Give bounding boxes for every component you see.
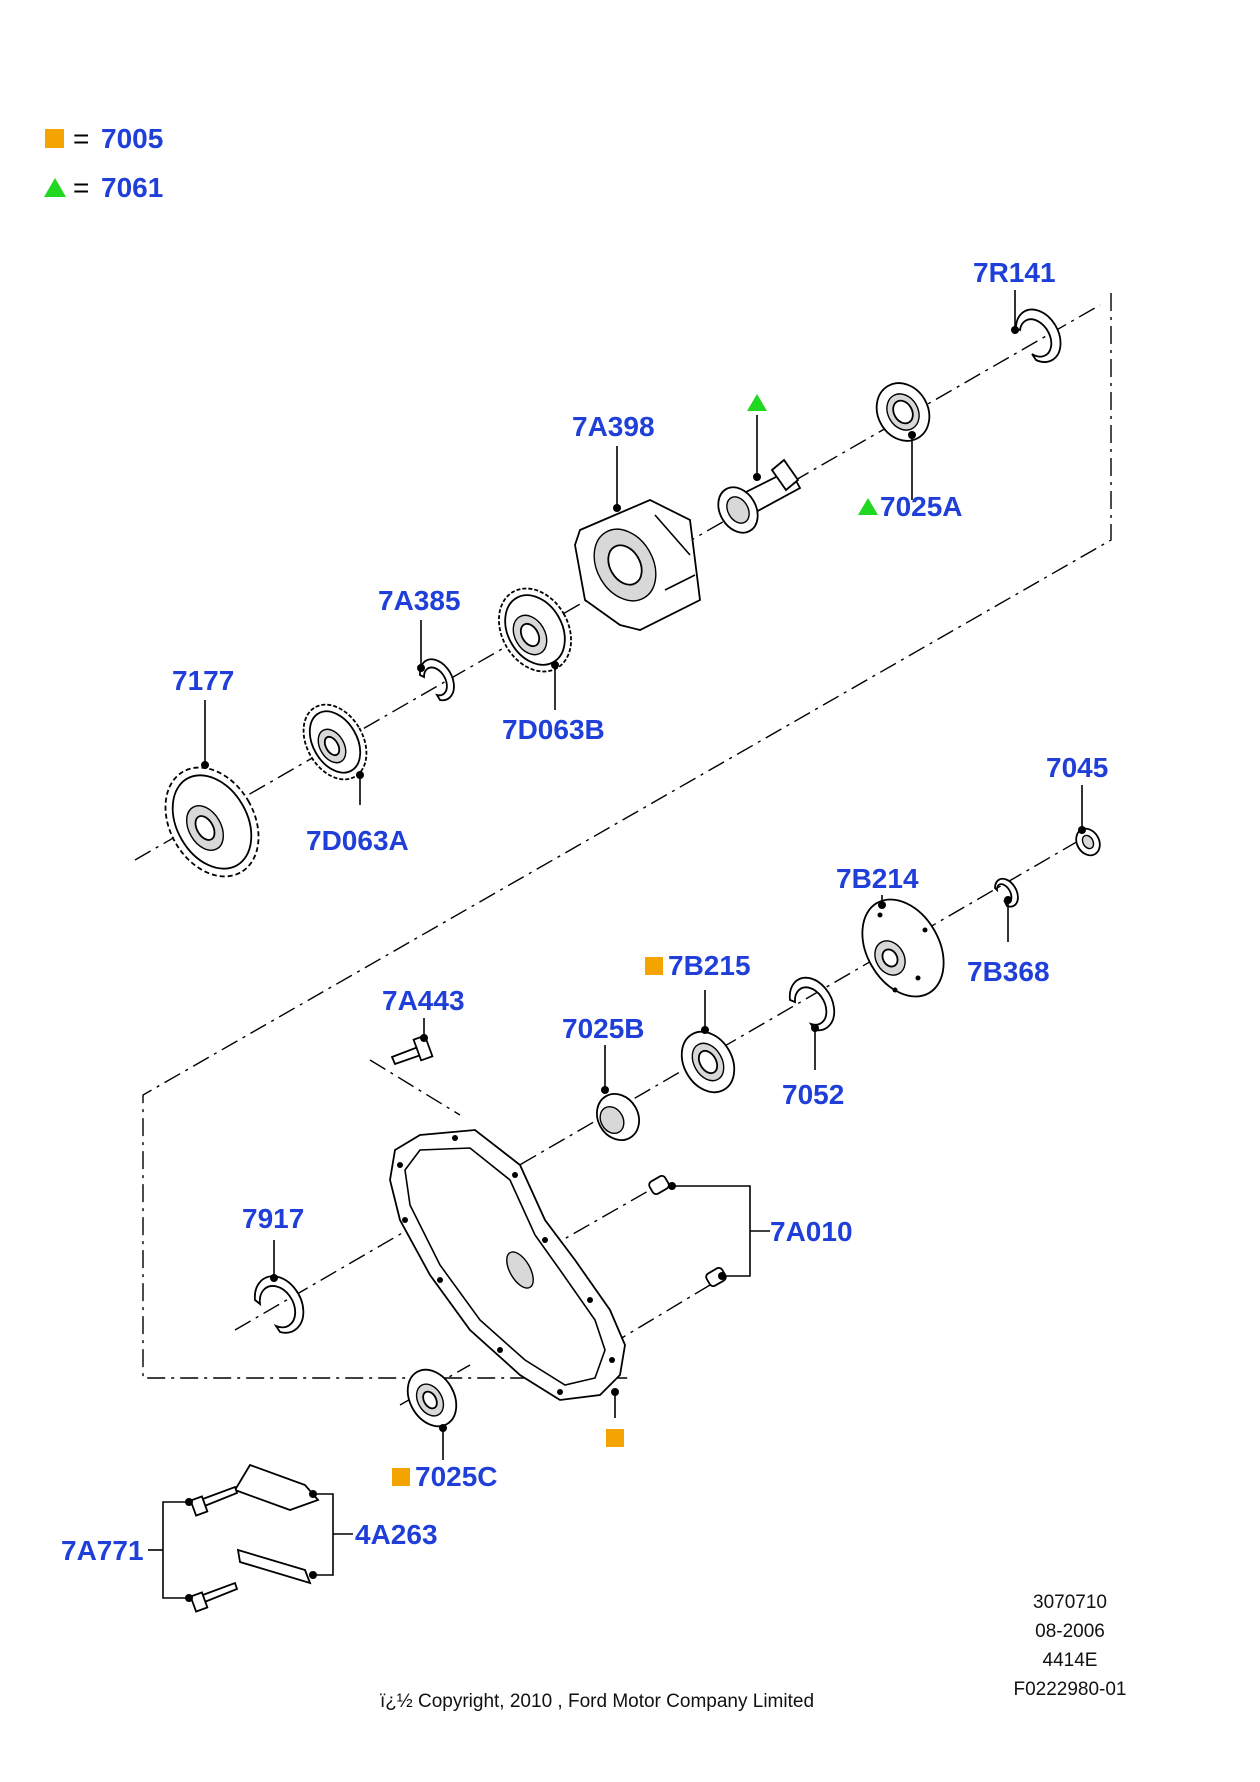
snap-ring-7a385: [419, 658, 455, 702]
square-7b215-icon: [645, 957, 663, 975]
reference-block: 3070710 08-2006 4414E F0222980-01: [1013, 1592, 1126, 1700]
screw-7a771-upper: [189, 1485, 239, 1517]
ring-7052: [788, 976, 836, 1032]
callout-7d063b: 7D063B: [502, 714, 605, 745]
callout-7177: 7177: [172, 665, 234, 696]
callout-7a010: 7A010: [770, 1216, 853, 1247]
ref-line-2: 08-2006: [1035, 1621, 1105, 1642]
legend-value-7005: 7005: [101, 123, 163, 154]
gear-7d063a: [302, 703, 368, 781]
transfer-case-housing: [389, 1129, 626, 1401]
square-case-icon: [606, 1429, 624, 1447]
callout-7025b: 7025B: [562, 1013, 645, 1044]
dot-7b368: [1004, 896, 1012, 904]
gear-7177: [164, 766, 260, 878]
dot-7d063b: [551, 661, 559, 669]
square-symbol: [45, 129, 64, 148]
callout-7a771: 7A771: [61, 1535, 144, 1566]
callout-7b368: 7B368: [967, 956, 1050, 987]
dot-7025a: [908, 431, 916, 439]
dot-7025c: [439, 1424, 447, 1432]
callout-7025a: 7025A: [880, 491, 963, 522]
bracket-7a010: [672, 1185, 751, 1277]
middle-axis: [234, 839, 1081, 1331]
bracket-4a263: [313, 1493, 334, 1576]
callout-7a398: 7A398: [572, 411, 655, 442]
legend-eq-1: =: [73, 123, 89, 154]
triangle-symbol: [44, 178, 66, 197]
dowel-axis-2: [609, 1284, 711, 1346]
ref-line-1: 3070710: [1033, 1592, 1107, 1613]
callout-7r141: 7R141: [973, 257, 1056, 288]
square-7025c-icon: [392, 1468, 410, 1486]
bracket-7a771: [162, 1501, 189, 1599]
bolt-7a443: [390, 1034, 434, 1066]
ring-7b368: [994, 877, 1019, 908]
bearing-7025c: [406, 1368, 458, 1428]
dot-7917: [270, 1274, 278, 1282]
seal-7025a: [875, 382, 931, 442]
dot-7d063a: [356, 771, 364, 779]
callout-7b214: 7B214: [836, 863, 919, 894]
seal-7b215: [680, 1030, 736, 1094]
triangle-7025a-icon: [858, 498, 878, 515]
dot-7045: [1078, 826, 1086, 834]
dowel-7a010-upper: [648, 1175, 670, 1195]
ref-line-4: F0222980-01: [1013, 1679, 1126, 1700]
dot-shaft: [753, 473, 761, 481]
triangle-shaft-icon: [747, 394, 767, 411]
copyright: ï¿½ Copyright, 2010 , Ford Motor Company…: [380, 1691, 814, 1712]
callout-7b215: 7B215: [668, 950, 751, 981]
dot-7b215: [701, 1026, 709, 1034]
snap-ring-7r141: [1015, 308, 1062, 363]
bolt-axis: [369, 1059, 461, 1116]
dot-7a443: [420, 1034, 428, 1042]
dot-7a398: [613, 504, 621, 512]
callout-7025c: 7025C: [415, 1461, 498, 1492]
dot-7b214: [878, 901, 886, 909]
dot-7052: [811, 1024, 819, 1032]
callout-7917: 7917: [242, 1203, 304, 1234]
housing-7a398: [574, 499, 701, 631]
assembly-boundary: [142, 293, 1112, 1379]
nut-7045: [1075, 827, 1101, 857]
plate-4a263-lower: [236, 1548, 312, 1585]
plate-4a263-upper: [233, 1463, 320, 1511]
callout-7a385: 7A385: [378, 585, 461, 616]
dot-7a385: [417, 664, 425, 672]
dot-7177: [201, 761, 209, 769]
dot-7r141: [1011, 326, 1019, 334]
gear-7d063b: [498, 587, 572, 673]
callout-7a443: 7A443: [382, 985, 465, 1016]
output-shaft: [717, 458, 802, 534]
callout-7052: 7052: [782, 1079, 844, 1110]
upper-axis: [134, 304, 1101, 861]
flange-7b214: [861, 898, 945, 998]
bearing-7025b: [596, 1093, 640, 1141]
legend-eq-2: =: [73, 172, 89, 203]
legend: = 7005 = 7061: [44, 123, 163, 203]
legend-value-7061: 7061: [101, 172, 163, 203]
dot-7025b: [601, 1086, 609, 1094]
dowel-axis-1: [544, 1189, 651, 1251]
callout-7d063a: 7D063A: [306, 825, 409, 856]
ref-line-3: 4414E: [1043, 1650, 1098, 1671]
screw-7a771-lower: [189, 1581, 239, 1613]
callout-4a263: 4A263: [355, 1519, 438, 1550]
dot-case: [611, 1388, 619, 1396]
callout-7045: 7045: [1046, 752, 1108, 783]
